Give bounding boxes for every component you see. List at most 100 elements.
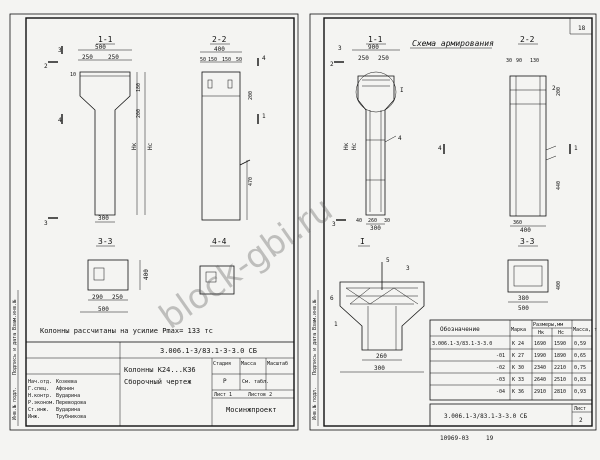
cut-mark-4: 4 (58, 117, 62, 124)
right-title-strip: 3.006.1-3/83.1-3-3.0 СБ Лист 2 (429, 403, 593, 427)
spec-table: Обозначение Марка Размеры,мм Нк Нс Масса… (429, 319, 597, 401)
dim-300: 300 (98, 215, 109, 222)
spec-cell-hc: 2510 (554, 377, 566, 383)
dim-500: 500 (95, 44, 106, 51)
side-label-2: Подпись и дата (12, 333, 18, 375)
tb-name-2: Сборочный чертеж (124, 378, 192, 386)
view-section-1-1: 1-1 500 250 250 10 180 200 Hк Hс 300 3 2… (44, 35, 154, 227)
dim-hc: Hс (147, 142, 154, 150)
spec-cell-mass: 0,83 (574, 377, 586, 383)
role-5: Инж. (28, 414, 40, 420)
r-dim-500: 500 (518, 305, 529, 312)
right-sheet-frame (309, 13, 597, 431)
dim-200: 200 (136, 109, 142, 118)
r-dim-900: 900 (368, 44, 379, 51)
spec-cell-hk: 1990 (534, 353, 546, 359)
role-0: Нач.отд. (28, 379, 52, 385)
th-mark: Марка (511, 327, 526, 333)
r-cut-4: 4 (438, 145, 442, 152)
r-dim-360: 360 (513, 220, 522, 226)
r-dim-hc: Hс (351, 142, 358, 150)
r-dim-30b: 30 (506, 58, 512, 64)
cut-mark-3b: 3 (44, 220, 48, 227)
r-dim-260: 260 (368, 218, 377, 224)
role-1: Г.спец. (28, 386, 49, 392)
view-section-2-2: 2-2 400 50 150 150 50 200 470 4 1 (200, 35, 266, 221)
cut-mark-1: 1 (262, 113, 266, 120)
dim-470: 470 (248, 177, 254, 186)
spec-cell-mass: 0,75 (574, 365, 586, 371)
r-callout-1: 1 (334, 321, 338, 328)
th-designation: Обозначение (440, 326, 480, 333)
r-dim-400b: 400 (556, 281, 562, 290)
r-dim-250b: 250 (378, 55, 389, 62)
cut-mark-3: 3 (58, 47, 62, 54)
r-section-1-1: 1-1 (368, 35, 383, 44)
view-section-3-3: 3-3 400 290 250 500 (80, 237, 150, 313)
side-label-3: Взам.инв.№ (12, 300, 18, 330)
r-callout-4: 4 (398, 135, 402, 142)
tb-sheets: Листов 2 (248, 392, 272, 398)
r-sheet-label: Лист (574, 406, 586, 412)
view-section-4-4: 4-4 (199, 237, 235, 295)
r-cut-3b: 3 (332, 221, 336, 228)
r-dim-130: 130 (530, 58, 539, 64)
rebar-section-2-2: 2-2 30 90 130 2 440 200 360 400 1 4 (438, 35, 578, 234)
dim-250c: 250 (112, 294, 123, 301)
dim-250b: 250 (108, 54, 119, 61)
tb-mass-label: Масса (241, 361, 256, 367)
left-sheet-frame (9, 13, 299, 431)
spec-cell-hk: 2640 (534, 377, 546, 383)
spec-cell-mass: 0,93 (574, 389, 586, 395)
r-dim-400: 400 (520, 227, 531, 234)
tb-stage-label: Стадия (213, 361, 231, 367)
side-label-r1: Инв.№ подл. (312, 387, 318, 420)
tb-org: Мосинжпроект (226, 406, 277, 414)
spec-cell-hk: 2340 (534, 365, 546, 371)
th-sizes: Размеры,мм (533, 322, 563, 328)
side-label-1: Инв.№ подл. (12, 387, 18, 420)
r-dim-440: 440 (556, 181, 562, 190)
spec-cell-designation: 3.006.1-3/83.1-3-3.0 (432, 341, 492, 347)
name-4: Вударина (56, 407, 80, 413)
r-cut-1: 1 (574, 145, 578, 152)
dim-200-right: 200 (248, 91, 254, 100)
spec-cell-mark: К 27 (512, 353, 524, 359)
r-cut-3: 3 (338, 45, 342, 52)
th-mass: Масса, т (573, 327, 597, 333)
r-callout-6: 6 (330, 295, 334, 302)
dim-hk: Hк (131, 142, 138, 150)
side-label-r3: Взам.инв.№ (312, 300, 318, 330)
r-dim-200: 200 (556, 87, 562, 96)
right-side-stamp: Инв.№ подл. Подпись и дата Взам.инв.№ (312, 290, 319, 426)
tb-scale-label: Масштаб (267, 360, 288, 367)
tb-signatures: Нач.отд. Г.спец. Н.контр. Р.эконом. Ст.и… (28, 379, 86, 420)
tb-name-1: Колонны К24...К36 (124, 366, 196, 374)
dim-50: 50 (200, 57, 206, 63)
r-dim-260b: 260 (376, 353, 387, 360)
name-3: Переводова (56, 400, 86, 406)
name-2: Вударина (56, 393, 80, 399)
spec-cell-designation: -02 (496, 365, 505, 371)
spec-cell-hk: 2910 (534, 389, 546, 395)
reinforcement-title: Схема армирования (412, 39, 494, 48)
spec-cell-designation: -04 (496, 389, 505, 395)
section-3-3-label: 3-3 (98, 237, 113, 246)
r-section-3-3: 3-3 (520, 237, 535, 246)
spec-cell-mark: К 36 (512, 389, 524, 395)
side-label-r2: Подпись и дата (312, 333, 318, 375)
r-detail-I: I (400, 87, 404, 94)
tb-sheet: Лист 1 (214, 392, 232, 398)
footer-code-2: 19 (486, 435, 494, 442)
rebar-section-3-3: 3-3 380 500 400 (507, 237, 562, 312)
section-1-1-label: 1-1 (98, 35, 113, 44)
dim-10: 10 (70, 72, 76, 78)
r-callout-5: 5 (386, 257, 390, 264)
spec-cell-designation: -03 (496, 377, 505, 383)
section-2-2-label: 2-2 (212, 35, 227, 44)
spec-cell-mark: К 24 (512, 341, 524, 347)
r-sheet-number: 2 (579, 417, 583, 424)
dim-150: 150 (208, 57, 217, 63)
footer-code-1: 10969-03 (440, 435, 469, 442)
